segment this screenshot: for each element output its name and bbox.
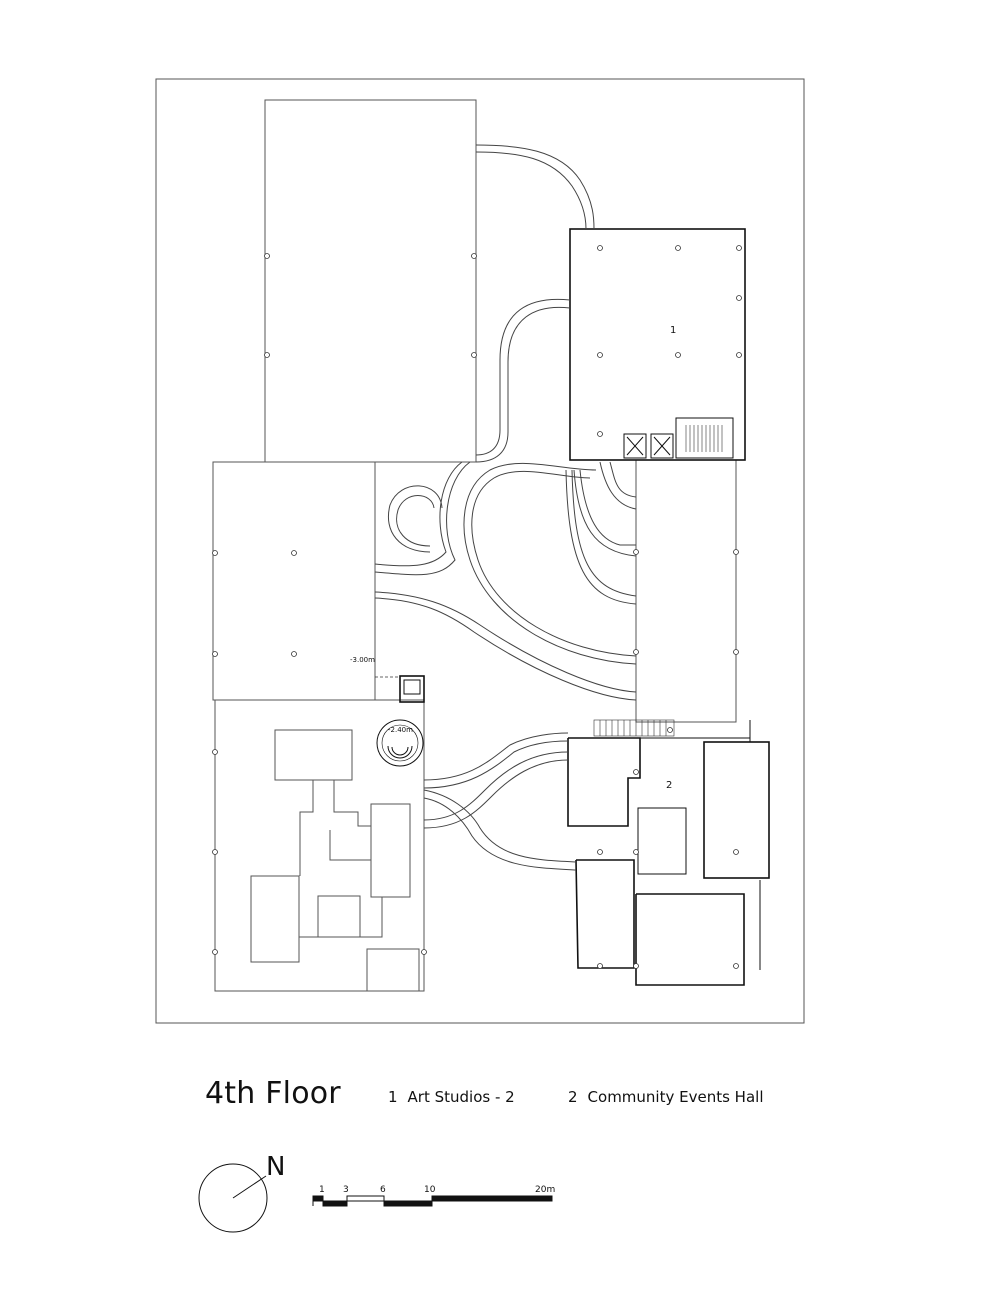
courtyard-blocks: [250, 729, 420, 992]
scale-bar-graphic: [312, 1195, 553, 1207]
level-tag-west: -3.00m: [350, 656, 375, 664]
columns: [212, 245, 742, 969]
room-number-1: 1: [670, 325, 677, 336]
ramp-stair: [593, 719, 675, 737]
site-boundary: [155, 78, 805, 1024]
scale-label-1: 1: [319, 1185, 325, 1195]
legend-number: 2: [568, 1088, 578, 1106]
spiral-stair: [376, 719, 424, 767]
art-studios-building: [569, 228, 746, 461]
scale-label-10: 10: [424, 1185, 436, 1195]
legend-item-2: 2 Community Events Hall: [568, 1088, 764, 1106]
legend-number: 1: [388, 1088, 398, 1106]
legend-label: Art Studios - 2: [407, 1088, 515, 1106]
small-elevator: [399, 675, 425, 703]
roof-block-southwest: [214, 699, 425, 992]
scale-label-3: 3: [343, 1185, 349, 1195]
roof-strip-east: [635, 459, 737, 723]
roof-block-west: [212, 461, 376, 701]
legend-item-1: 1 Art Studios - 2: [388, 1088, 515, 1106]
roof-block-north: [264, 99, 477, 463]
legend-label: Community Events Hall: [587, 1088, 764, 1106]
scale-label-6: 6: [380, 1185, 386, 1195]
north-arrow-icon: [198, 1163, 268, 1233]
stair-core: [623, 425, 723, 459]
level-tag-spiral: -2.40m: [388, 726, 413, 734]
north-label: N: [266, 1152, 286, 1182]
community-hall-building: [567, 720, 770, 986]
walkways: [374, 144, 637, 871]
room-number-2: 2: [666, 780, 673, 791]
scale-label-20m: 20m: [535, 1185, 556, 1195]
floor-title: 4th Floor: [205, 1076, 341, 1111]
